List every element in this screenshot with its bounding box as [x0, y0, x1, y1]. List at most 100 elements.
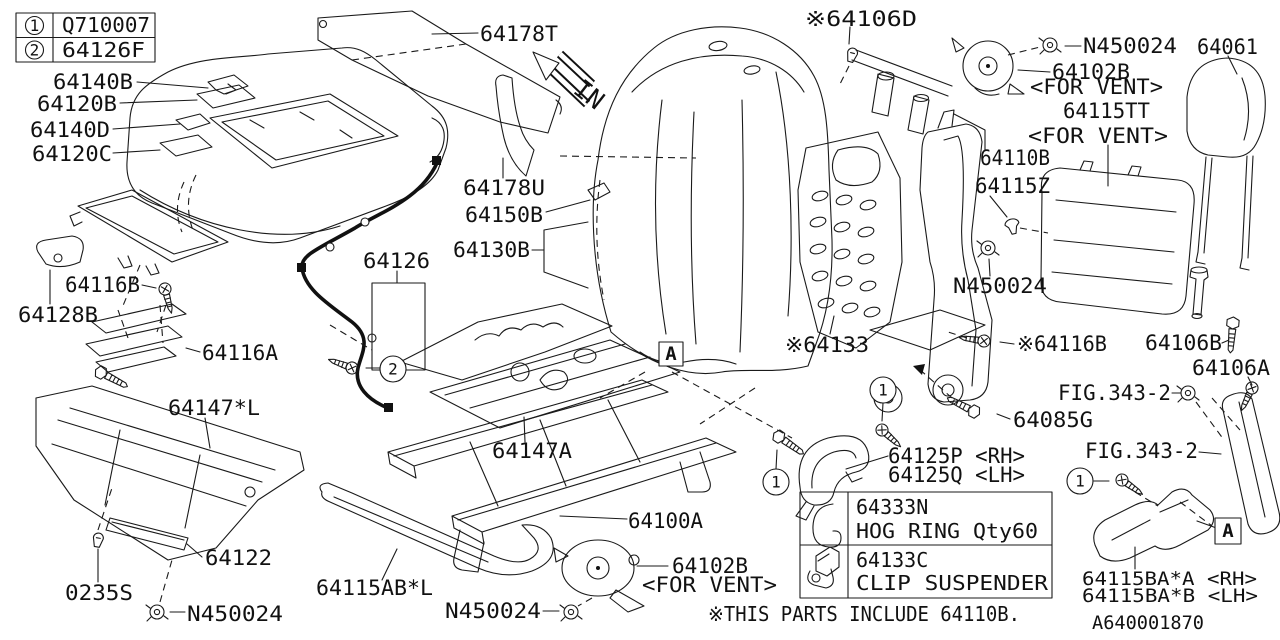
arrow-head — [532, 51, 560, 81]
callout-64102B-bottom[interactable]: 64102B — [672, 554, 748, 578]
cover-hole — [708, 40, 728, 52]
ref-code-q710007[interactable]: Q710007 — [62, 13, 150, 37]
frame-detail — [510, 362, 530, 382]
screw-64106A — [1235, 379, 1261, 414]
bolt-circled1-left — [769, 427, 808, 460]
part-callouts: 64140B 64120B 64140D 64120C 64178T ※6410… — [18, 7, 1270, 626]
callout-n450024-bottomcenter[interactable]: N450024 — [445, 599, 541, 623]
nut-fig343 — [1176, 385, 1200, 403]
callout-n450024-bottomleft[interactable]: N450024 — [187, 602, 283, 626]
parts-row2-code[interactable]: 64133C — [856, 548, 928, 572]
callout-64102B-top[interactable]: 64102B — [1052, 60, 1130, 84]
garnish-inner-line — [333, 496, 489, 563]
callout-n450024-top[interactable]: N450024 — [1083, 34, 1177, 58]
seat-back-board-64133-drawing — [797, 131, 903, 349]
callout-64115TT[interactable]: 64115TT — [1063, 99, 1150, 123]
harness-clip — [360, 217, 370, 227]
in-label: IN — [568, 74, 610, 115]
ref-code-64126f[interactable]: 64126F — [62, 38, 145, 62]
callout-64116B-left[interactable]: 64116B — [65, 273, 140, 297]
callout-64120B[interactable]: 64120B — [37, 92, 117, 116]
nut-n450024-bottom-center — [559, 604, 583, 622]
board-slots — [809, 190, 881, 318]
nut-n450024-right — [976, 240, 1000, 258]
callout-64178T[interactable]: 64178T — [480, 22, 558, 46]
callout-64128B[interactable]: 64128B — [18, 303, 98, 327]
frame-detail — [573, 348, 597, 364]
callout-64147A[interactable]: 64147A — [492, 439, 572, 463]
parts-legend-table: 64333N HOG RING Qty60 64133C CLIP SUSPEN… — [799, 491, 1053, 599]
motor-tab-hole — [628, 554, 640, 566]
clip-suspender-icon — [807, 546, 840, 589]
callout-64178U[interactable]: 64178U — [463, 176, 545, 200]
trim-sheet-64178T-drawing — [317, 10, 562, 134]
footer-note: ※THIS PARTS INCLUDE 64110B. — [708, 602, 1020, 626]
harness-clip — [325, 242, 335, 252]
callout-64061[interactable]: 64061 — [1197, 35, 1258, 59]
bolt-64106B — [1223, 315, 1240, 354]
callout-0235S[interactable]: 0235S — [65, 581, 133, 605]
slide-rail-frame-left-drawing — [35, 385, 305, 603]
clip-64106D — [844, 46, 860, 64]
callout-64130B[interactable]: 64130B — [453, 238, 530, 262]
callout-64085G[interactable]: 64085G — [1013, 408, 1093, 432]
callout-64120C[interactable]: 64120C — [32, 142, 112, 166]
callout-64116B-right[interactable]: ※64116B — [1017, 332, 1107, 356]
callout-64140D[interactable]: 64140D — [30, 118, 110, 142]
cover-hole — [743, 65, 761, 75]
callout-64115Z[interactable]: 64115Z — [975, 174, 1050, 198]
frame-hub-hole — [941, 383, 955, 397]
circled-1-label: 1 — [771, 473, 781, 492]
callout-64125P[interactable]: 64125P <RH> — [888, 444, 1025, 468]
callout-for-vent-bottom: <FOR VENT> — [642, 573, 777, 597]
boxed-a-icon — [658, 341, 684, 367]
bracket-hole — [53, 253, 63, 263]
cover-projection-lines — [1134, 491, 1213, 527]
boxed-a-label: A — [1222, 520, 1234, 542]
frame-hole — [244, 486, 256, 498]
callout-64126[interactable]: 64126 — [363, 249, 430, 273]
parts-row2-desc: CLIP SUSPENDER — [856, 571, 1049, 595]
callout-64140B[interactable]: 64140B — [53, 70, 133, 94]
parts-row1-desc: HOG RING Qty60 — [856, 519, 1038, 543]
callout-64133[interactable]: ※64133 — [785, 333, 869, 357]
callout-64150B[interactable]: 64150B — [465, 203, 543, 227]
vent-motor-top-64102B-drawing — [951, 37, 1025, 96]
callout-64115BAA[interactable]: 64115BA*A <RH> — [1082, 568, 1257, 590]
pillar-garnish-strip-drawing — [1221, 392, 1280, 535]
callout-64106B[interactable]: 64106B — [1145, 331, 1222, 355]
parts-row1-code[interactable]: 64333N — [856, 495, 928, 519]
seat-back-frame-64110B-drawing — [851, 49, 993, 406]
callout-n450024-right[interactable]: N450024 — [953, 274, 1047, 298]
in-direction-arrow: IN — [532, 50, 610, 115]
sheet-tab-hole — [318, 19, 328, 29]
callout-64106D[interactable]: ※64106D — [805, 7, 917, 31]
callout-64125Q[interactable]: 64125Q <LH> — [888, 463, 1025, 487]
harness-connector — [384, 403, 393, 412]
lower-cover-64115BA-drawing — [1093, 488, 1215, 562]
callout-64106A[interactable]: 64106A — [1192, 356, 1270, 380]
grommet-64115Z — [1003, 217, 1022, 236]
recliner-bracket-64125-drawing — [795, 435, 870, 521]
callout-64115BAB[interactable]: 64115BA*B <LH> — [1082, 585, 1258, 607]
headrest-sleeve — [912, 93, 930, 103]
callout-fig343-top[interactable]: FIG.343-2 — [1058, 381, 1171, 405]
callout-64116A[interactable]: 64116A — [202, 341, 278, 365]
callout-fig343-bottom[interactable]: FIG.343-2 — [1085, 439, 1198, 463]
callout-64147L[interactable]: 64147*L — [168, 396, 260, 420]
boxed-a-label: A — [665, 343, 677, 365]
callout-64115ABL[interactable]: 64115AB*L — [316, 576, 433, 600]
nut-n450024-bottom-left — [145, 604, 169, 622]
callout-64100A[interactable]: 64100A — [628, 509, 703, 533]
bar-64122-drawing — [105, 517, 189, 551]
dashed-leaders — [156, 46, 1049, 339]
headrest-64061-drawing — [1186, 57, 1266, 271]
circled-1-icon — [762, 468, 790, 496]
reference-table: 1 2 Q710007 64126F — [15, 12, 156, 63]
arrow-head — [913, 364, 925, 375]
callout-64110B[interactable]: 64110B — [980, 146, 1050, 170]
drawing-number: A640001870 — [1092, 612, 1204, 634]
callout-64122[interactable]: 64122 — [205, 546, 272, 570]
